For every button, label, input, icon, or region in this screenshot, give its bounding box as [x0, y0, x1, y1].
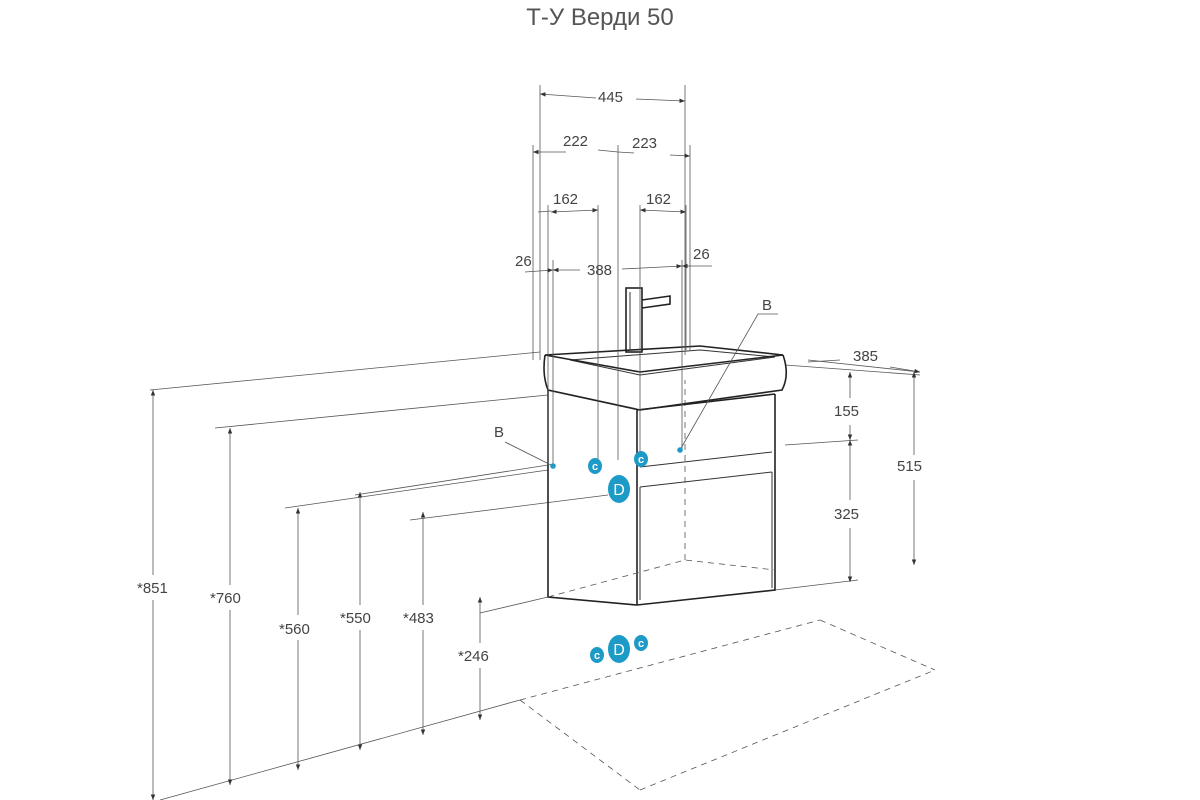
dim-162-right: 162 — [646, 191, 671, 208]
faucet — [625, 287, 671, 353]
top-dimension-lines — [524, 92, 921, 374]
connection-markers: c c D c D c — [550, 447, 683, 663]
dim-445: 445 — [598, 89, 623, 106]
svg-text:c: c — [638, 454, 644, 466]
washbasin — [543, 345, 788, 411]
dim-155: 155 — [834, 403, 859, 420]
dim-223: 223 — [632, 135, 657, 152]
svg-text:c: c — [638, 638, 644, 650]
left-dimension-lines — [150, 390, 483, 800]
marker-d-lower: D — [608, 635, 630, 663]
label-b-top: B — [762, 297, 772, 314]
dim-325: 325 — [834, 506, 859, 523]
dimension-labels: 445 222 223 162 162 26 388 26 385 155 32… — [137, 89, 922, 665]
diagram-title: Т-У Верди 50 — [526, 4, 674, 31]
dim-550: *550 — [340, 610, 371, 627]
dim-851: *851 — [137, 580, 168, 597]
wall-lines — [149, 351, 921, 800]
svg-text:c: c — [594, 650, 600, 662]
marker-c-left-upper: c — [588, 458, 602, 474]
dim-388: 388 — [587, 262, 612, 279]
dim-760: *760 — [210, 590, 241, 607]
dim-246: *246 — [458, 648, 489, 665]
dim-222: 222 — [563, 133, 588, 150]
dim-515: 515 — [897, 458, 922, 475]
dim-385: 385 — [853, 348, 878, 365]
svg-text:D: D — [613, 642, 625, 659]
marker-d-upper: D — [608, 475, 630, 503]
marker-c-left-lower: c — [590, 647, 604, 663]
dim-26-left: 26 — [515, 253, 532, 270]
b-point-right — [677, 447, 683, 453]
right-dimension-lines — [847, 372, 917, 582]
dim-483: *483 — [403, 610, 434, 627]
dim-560: *560 — [279, 621, 310, 638]
marker-c-right-lower: c — [634, 635, 648, 651]
dim-26-right: 26 — [693, 246, 710, 263]
marker-c-right-upper: c — [634, 451, 648, 467]
svg-text:c: c — [592, 461, 598, 473]
reference-lines — [532, 85, 921, 465]
label-b-left: B — [494, 424, 504, 441]
svg-text:D: D — [613, 482, 625, 499]
cabinet — [547, 380, 776, 606]
b-point-left — [550, 463, 556, 469]
dim-162-left: 162 — [553, 191, 578, 208]
leader-lines — [504, 313, 778, 467]
floor-outline — [519, 619, 936, 791]
